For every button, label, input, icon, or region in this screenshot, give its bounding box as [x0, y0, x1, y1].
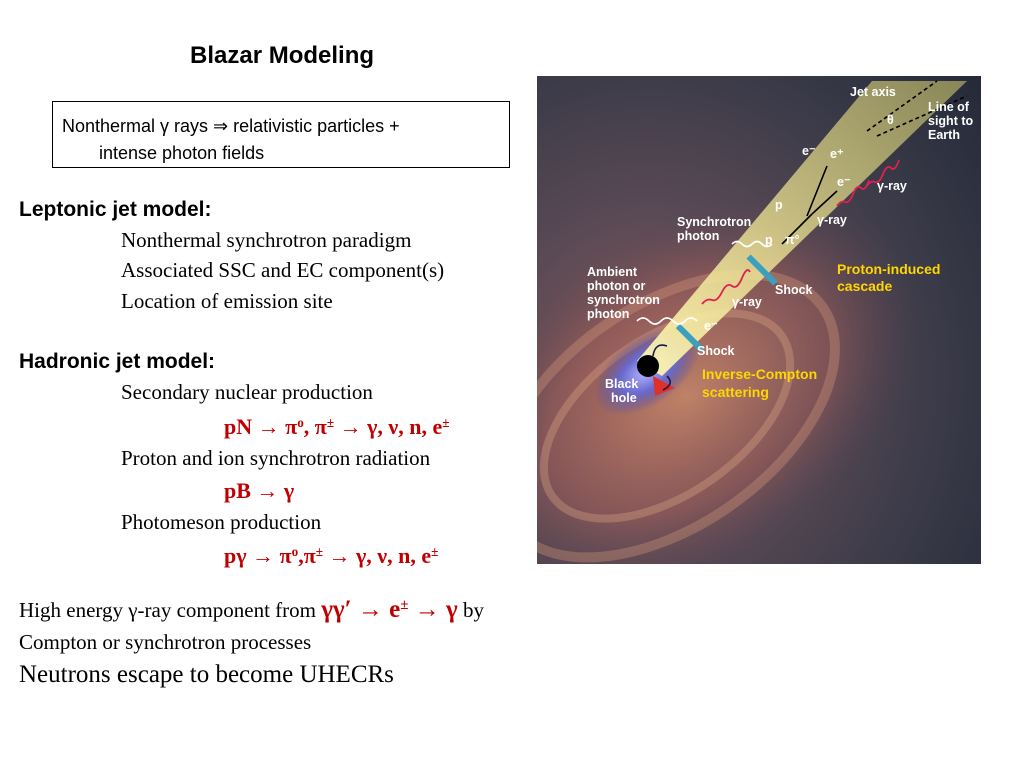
label-synchrotron-1: Synchrotron — [677, 215, 751, 229]
label-proton-cascade-1: Proton-induced — [837, 261, 940, 277]
summary-line-1: Nonthermal γ rays ⇒ relativistic particl… — [62, 116, 400, 136]
summary-box — [52, 101, 510, 168]
gamma-gamma-equation: γγ′ → e± → γ — [321, 596, 458, 623]
slide-title: Blazar Modeling — [190, 42, 375, 69]
hadronic-heading: Hadronic jet model: — [19, 350, 216, 373]
leptonic-item-2: Associated SSC and EC component(s) — [121, 258, 445, 282]
label-line-of-sight-3: Earth — [928, 128, 960, 142]
equation-pb: pB → γ — [224, 478, 295, 503]
label-theta: θ — [887, 113, 894, 127]
bottom-line-1: High energy γ-ray component from γγ′ → e… — [19, 596, 484, 623]
label-ambient-3: synchrotron — [587, 293, 660, 307]
label-p-1: p — [775, 198, 783, 212]
shock-upper-marker — [746, 254, 778, 286]
label-synchrotron-2: photon — [677, 229, 719, 243]
label-e-plus: e⁺ — [830, 147, 844, 161]
label-jet-axis: Jet axis — [850, 85, 896, 99]
jet-axis-line — [866, 80, 938, 132]
ambient-photon-wave — [636, 317, 698, 325]
cascade-track — [811, 190, 838, 215]
label-gamma-ray-1: γ-ray — [877, 179, 907, 193]
gamma-ray-path-1 — [836, 179, 870, 207]
label-line-of-sight-1: Line of — [928, 100, 970, 114]
label-e-minus-mid: e⁻ — [837, 175, 851, 189]
leptonic-item-1: Nonthermal synchrotron paradigm — [121, 228, 412, 252]
label-p-2: p — [765, 233, 773, 247]
label-shock-lower: Shock — [697, 344, 735, 358]
blazar-diagram: Jet axis Line of sight to Earth θ e⁻ e⁺ … — [537, 76, 981, 564]
label-ambient-1: Ambient — [587, 265, 638, 279]
hadronic-item-2: Proton and ion synchrotron radiation — [121, 446, 431, 470]
label-e-minus-low: e⁻ — [704, 319, 718, 333]
equation-pgamma: pγ → πo,π± → γ, ν, n, e± — [224, 543, 439, 568]
label-inverse-compton-2: scattering — [702, 384, 769, 400]
proton-track-1 — [781, 213, 813, 245]
summary-line-2: intense photon fields — [99, 143, 265, 163]
bottom-line-2: Compton or synchrotron processes — [19, 630, 312, 654]
ic-gamma-ray-path — [701, 269, 751, 305]
line-of-sight-line — [876, 95, 968, 137]
label-line-of-sight-2: sight to — [928, 114, 973, 128]
label-inverse-compton-1: Inverse-Compton — [702, 366, 817, 382]
label-e-minus-top: e⁻ — [802, 144, 816, 158]
hot-spot — [653, 376, 675, 396]
label-proton-cascade-2: cascade — [837, 278, 892, 294]
proton-track-2 — [806, 165, 828, 217]
hadronic-item-3: Photomeson production — [121, 510, 322, 534]
leptonic-item-3: Location of emission site — [121, 289, 333, 313]
equation-pn: pN → πo, π± → γ, ν, n, e± — [224, 414, 450, 439]
label-ambient-2: photon or — [587, 279, 645, 293]
accretion-disk — [537, 191, 922, 564]
hadronic-item-1: Secondary nuclear production — [121, 380, 373, 404]
label-gamma-ray-2: γ-ray — [817, 213, 847, 227]
label-pi0: π° — [785, 233, 800, 247]
black-hole — [637, 355, 659, 377]
disk-band-1 — [537, 269, 840, 563]
rotation-arrow-left — [652, 344, 668, 357]
gamma-ray-path-2 — [866, 159, 900, 187]
label-ambient-4: photon — [587, 307, 629, 321]
label-shock-upper: Shock — [775, 283, 813, 297]
shock-lower-marker — [675, 323, 705, 353]
label-black-hole-1: Black — [605, 377, 638, 391]
blazar-illustration: Jet axis Line of sight to Earth θ e⁻ e⁺ … — [537, 76, 981, 564]
label-black-hole-2: hole — [611, 391, 637, 405]
leptonic-heading: Leptonic jet model: — [19, 198, 212, 221]
label-gamma-ray-3: γ-ray — [732, 295, 762, 309]
synchrotron-photon-wave — [731, 240, 773, 248]
rotation-arrow-right — [662, 375, 671, 391]
jet-cone — [637, 81, 967, 376]
bottom-line-3: Neutrons escape to become UHECRs — [19, 661, 394, 688]
